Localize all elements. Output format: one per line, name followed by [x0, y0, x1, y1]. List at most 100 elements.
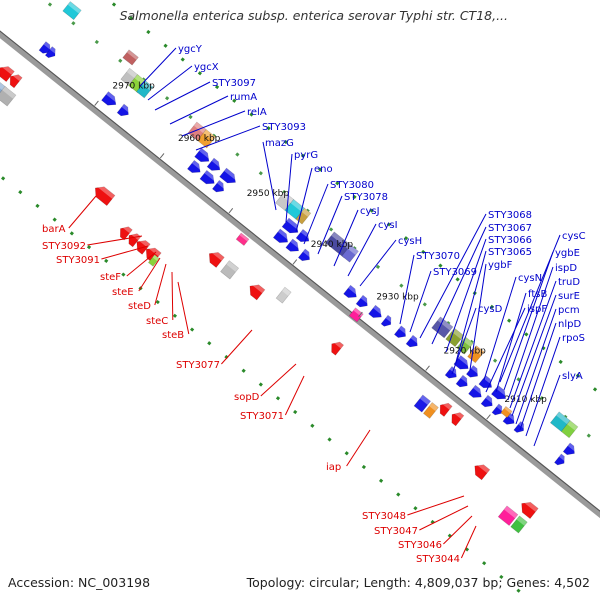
cog-category-block[interactable] [510, 515, 528, 534]
forward-cds-feature[interactable] [116, 103, 132, 119]
reverse-gene-label[interactable]: steC [146, 316, 168, 327]
forward-gene-label[interactable]: ygbE [555, 248, 580, 259]
forward-cds-feature[interactable] [194, 147, 213, 165]
reverse-gene-label[interactable]: STY3091 [56, 255, 100, 266]
reverse-cds-feature[interactable] [6, 71, 23, 89]
forward-gene-label[interactable]: cysI [378, 220, 398, 231]
forward-gene-label[interactable]: surE [558, 291, 580, 302]
reverse-cds-feature[interactable] [518, 498, 539, 520]
forward-cds-feature[interactable] [513, 421, 527, 435]
reverse-gene-label[interactable]: steD [128, 301, 151, 312]
forward-cds-feature[interactable] [393, 325, 410, 341]
forward-cds-feature[interactable] [380, 314, 395, 329]
cog-category-block[interactable] [235, 232, 250, 246]
reverse-gene-label[interactable]: STY3046 [398, 540, 442, 551]
cog-category-block[interactable] [0, 85, 17, 107]
cog-category-block[interactable] [431, 316, 454, 339]
forward-gene-label[interactable]: STY3068 [488, 210, 532, 221]
cog-category-block[interactable] [187, 121, 207, 141]
forward-gene-label[interactable]: STY3078 [344, 192, 388, 203]
forward-cds-feature[interactable] [405, 334, 421, 350]
forward-cds-feature[interactable] [206, 157, 224, 174]
forward-gene-label[interactable]: mazG [265, 138, 294, 149]
forward-gene-label[interactable]: cysN [518, 273, 542, 284]
forward-cds-feature[interactable] [562, 442, 578, 458]
reverse-gene-label[interactable]: sopD [234, 392, 260, 403]
cog-category-block[interactable] [275, 286, 292, 304]
forward-cds-feature[interactable] [199, 169, 218, 187]
reverse-cds-feature[interactable] [116, 223, 133, 241]
forward-gene-label[interactable]: pyrG [294, 150, 318, 161]
cog-category-block[interactable] [413, 394, 432, 413]
forward-cds-feature[interactable] [554, 453, 568, 468]
forward-gene-label[interactable]: STY3097 [212, 78, 256, 89]
reverse-cds-feature[interactable] [246, 281, 266, 301]
forward-gene-label[interactable]: STY3066 [488, 235, 532, 246]
reverse-cds-feature[interactable] [91, 182, 116, 207]
reverse-gene-label[interactable]: STY3048 [362, 511, 406, 522]
cog-category-block[interactable] [422, 402, 439, 419]
forward-gene-label[interactable]: ygbF [488, 260, 513, 271]
forward-gene-label[interactable]: rpoS [562, 333, 585, 344]
forward-cds-feature[interactable] [285, 238, 303, 255]
reverse-gene-label[interactable]: STY3044 [416, 554, 460, 565]
reverse-cds-feature[interactable] [0, 62, 15, 83]
forward-gene-label[interactable]: ispF [527, 304, 547, 315]
forward-gene-label[interactable]: truD [558, 277, 580, 288]
forward-gene-label[interactable]: STY3070 [416, 251, 460, 262]
reverse-gene-label[interactable]: STY3047 [374, 526, 418, 537]
forward-cds-feature[interactable] [186, 159, 204, 176]
reverse-gene-label[interactable]: barA [42, 224, 66, 235]
forward-cds-feature[interactable] [465, 365, 482, 381]
cog-category-block[interactable] [136, 80, 154, 99]
forward-gene-label[interactable]: STY3080 [330, 180, 374, 191]
forward-cds-feature[interactable] [502, 412, 518, 428]
forward-gene-label[interactable]: slyA [562, 371, 583, 382]
reverse-cds-feature[interactable] [205, 248, 225, 268]
cog-category-block[interactable] [122, 49, 139, 66]
cog-category-block[interactable] [497, 505, 519, 526]
reverse-cds-feature[interactable] [328, 338, 345, 356]
forward-cds-feature[interactable] [101, 91, 120, 109]
reverse-gene-label[interactable]: steE [112, 287, 134, 298]
forward-gene-label[interactable]: STY3067 [488, 223, 532, 234]
cog-category-block[interactable] [62, 1, 82, 21]
forward-cds-feature[interactable] [211, 179, 228, 195]
forward-cds-feature[interactable] [468, 384, 485, 401]
forward-gene-label[interactable]: rumA [230, 92, 257, 103]
forward-gene-label[interactable]: cysJ [360, 206, 380, 217]
forward-cds-feature[interactable] [343, 284, 360, 301]
forward-cds-feature[interactable] [272, 228, 292, 246]
reverse-gene-label[interactable]: iap [326, 462, 341, 473]
forward-gene-label[interactable]: ygcX [194, 62, 219, 73]
forward-cds-feature[interactable] [491, 403, 506, 418]
forward-cds-feature[interactable] [355, 294, 371, 310]
cog-category-block[interactable] [560, 420, 579, 439]
cog-category-block[interactable] [341, 244, 359, 263]
cog-category-block[interactable] [147, 254, 160, 267]
forward-gene-label[interactable]: cysC [562, 231, 586, 242]
cog-category-block[interactable] [275, 191, 295, 211]
forward-cds-feature[interactable] [219, 167, 239, 187]
forward-gene-label[interactable]: cysH [398, 236, 422, 247]
forward-cds-feature[interactable] [44, 46, 59, 61]
forward-cds-feature[interactable] [297, 248, 313, 264]
forward-gene-label[interactable]: nlpD [558, 319, 581, 330]
forward-cds-feature[interactable] [453, 355, 472, 373]
forward-gene-label[interactable]: STY3065 [488, 247, 532, 258]
forward-gene-label[interactable]: STY3093 [262, 122, 306, 133]
forward-gene-label[interactable]: relA [247, 107, 267, 118]
cog-category-block[interactable] [196, 129, 216, 149]
reverse-gene-label[interactable]: steF [100, 272, 121, 283]
reverse-cds-feature[interactable] [471, 460, 491, 481]
reverse-cds-feature[interactable] [448, 409, 465, 427]
forward-cds-feature[interactable] [455, 374, 471, 390]
forward-cds-feature[interactable] [368, 304, 385, 321]
cog-category-block[interactable] [549, 411, 571, 432]
forward-gene-label[interactable]: ispD [555, 263, 577, 274]
cog-category-block[interactable] [220, 260, 240, 280]
forward-gene-label[interactable]: cysD [478, 304, 503, 315]
reverse-cds-feature[interactable] [142, 244, 162, 264]
reverse-gene-label[interactable]: STY3071 [240, 411, 284, 422]
reverse-gene-label[interactable]: STY3092 [42, 241, 86, 252]
